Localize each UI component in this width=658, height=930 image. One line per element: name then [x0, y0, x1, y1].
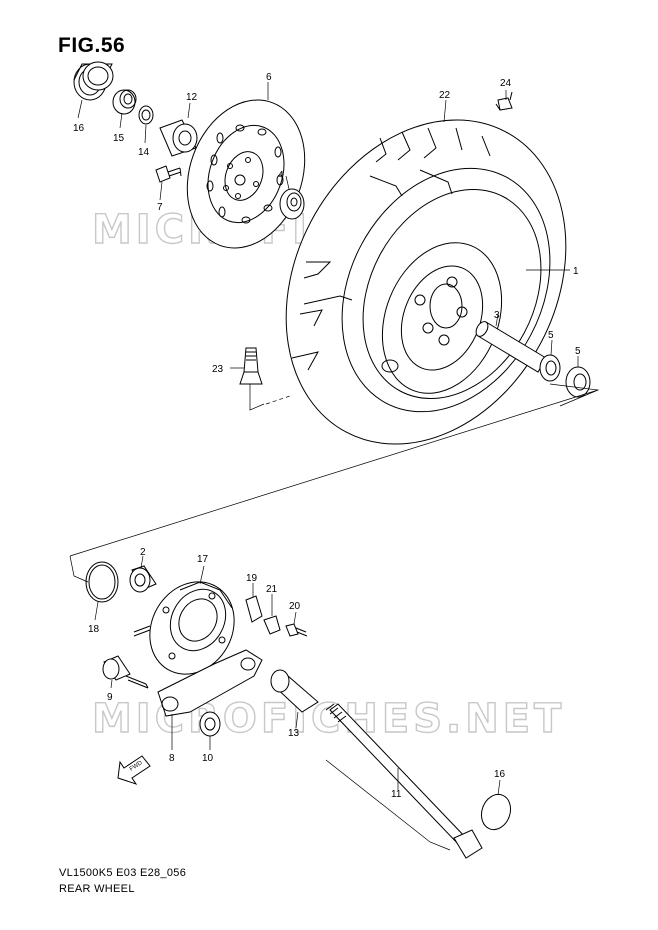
part-24-clip — [495, 91, 513, 111]
part-15-bearing — [112, 89, 137, 115]
part-2-bearing — [129, 565, 157, 593]
callout-10: 10 — [202, 753, 214, 764]
callout-16a: 16 — [73, 123, 85, 134]
part-11-axle — [325, 703, 483, 859]
part-8-torque-arm — [157, 649, 263, 717]
callout-24: 24 — [500, 78, 512, 89]
part-9-stud-bolt — [102, 655, 149, 689]
callout-16b: 16 — [494, 769, 506, 780]
callout-4: 4 — [278, 170, 284, 181]
callout-15: 15 — [113, 133, 125, 144]
part-12-collar — [159, 119, 198, 157]
callout-5b: 5 — [575, 346, 581, 357]
part-16-dust-cap-lower — [480, 793, 512, 831]
callout-6: 6 — [266, 72, 272, 83]
part-17-hub-drum — [133, 581, 235, 675]
part-14-spacer — [138, 105, 154, 125]
callout-13: 13 — [288, 728, 300, 739]
callout-12: 12 — [186, 92, 198, 103]
callout-3: 3 — [494, 310, 500, 321]
part-6-brake-disc — [186, 99, 306, 249]
callout-2: 2 — [140, 547, 146, 558]
figure-name: REAR WHEEL — [59, 883, 135, 895]
part-23-valve — [239, 347, 263, 385]
part-7-bolt — [155, 165, 182, 183]
callout-17: 17 — [197, 554, 209, 565]
callout-20: 20 — [289, 601, 301, 612]
callout-8: 8 — [169, 753, 175, 764]
callout-19: 19 — [246, 573, 258, 584]
part-10-nut — [199, 711, 221, 737]
callout-22: 22 — [439, 90, 451, 101]
part-19-damper — [245, 595, 263, 623]
figure-title: FIG.56 — [58, 34, 126, 57]
callout-1: 1 — [573, 266, 579, 277]
part-5-bearing-a — [539, 354, 561, 382]
callout-18: 18 — [88, 624, 100, 635]
part-18-o-ring — [85, 561, 119, 603]
callout-14: 14 — [138, 147, 150, 158]
callout-5a: 5 — [548, 330, 554, 341]
part-4-bearing — [279, 188, 305, 220]
part-5-bearing-b — [565, 366, 591, 398]
callout-11: 11 — [391, 789, 402, 800]
callout-23: 23 — [212, 364, 224, 375]
part-16-dust-seal-upper — [73, 61, 114, 101]
figure-code: VL1500K5 E03 E28_056 — [59, 867, 187, 879]
part-13-spacer — [270, 669, 319, 713]
part-21-lock-plate — [263, 615, 281, 635]
callout-21: 21 — [266, 584, 278, 595]
part-20-bolt — [285, 623, 308, 637]
callout-7: 7 — [157, 202, 163, 213]
part-3-spacer-tube — [475, 321, 547, 373]
fwd-arrow-icon: FWD — [117, 755, 151, 785]
callout-9: 9 — [107, 692, 113, 703]
